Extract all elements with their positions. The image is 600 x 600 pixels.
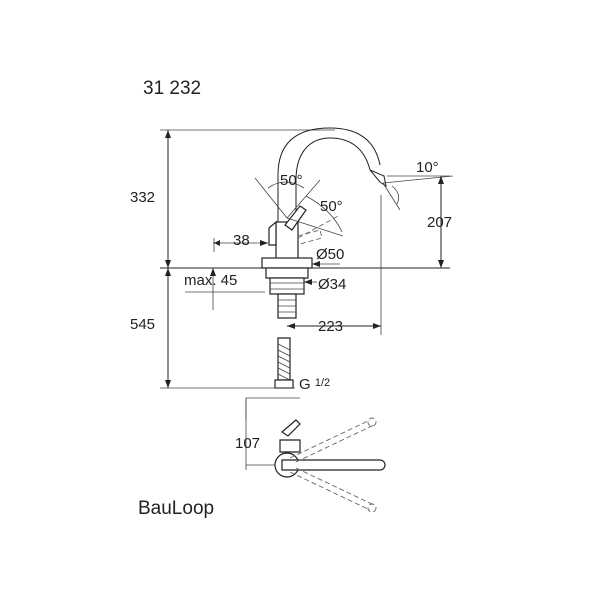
angle-50-arc-2 bbox=[305, 195, 343, 233]
arrowhead bbox=[438, 176, 444, 184]
max-deck-label: max. 45 bbox=[184, 272, 238, 289]
arrowhead bbox=[165, 130, 171, 138]
thread-letter: G bbox=[299, 376, 311, 393]
swivel-lower-end bbox=[367, 503, 377, 513]
swivel-upper-end bbox=[367, 417, 377, 427]
angle-50-line-left bbox=[254, 177, 288, 219]
hose-connector bbox=[274, 379, 294, 389]
angle-50-line-right bbox=[286, 179, 321, 219]
arrowhead bbox=[373, 323, 381, 329]
hose-braid bbox=[277, 343, 291, 381]
arrowhead bbox=[214, 240, 220, 246]
top-spout bbox=[281, 459, 386, 471]
arrowhead bbox=[165, 380, 171, 388]
arrowhead bbox=[438, 260, 444, 268]
base-ring bbox=[261, 257, 313, 269]
length-545-label: 545 bbox=[130, 316, 156, 333]
spout-outlet bbox=[369, 169, 387, 188]
model-number: 31 232 bbox=[143, 78, 202, 99]
arrowhead bbox=[260, 240, 268, 246]
lever-alt-position bbox=[297, 229, 323, 245]
angle-ref-line bbox=[382, 182, 401, 211]
swivel-lower bbox=[289, 467, 375, 511]
arrowhead bbox=[165, 268, 171, 276]
spout-angle-label: 10° bbox=[416, 159, 439, 176]
fixing-nut bbox=[269, 277, 305, 295]
deck-washer bbox=[265, 267, 309, 279]
top-lever bbox=[281, 419, 301, 437]
arrowhead bbox=[287, 323, 295, 329]
top-lever-base bbox=[279, 439, 301, 453]
swivel-upper bbox=[289, 419, 375, 463]
arrowhead bbox=[312, 261, 320, 267]
lever-angle-1-label: 50° bbox=[280, 172, 303, 189]
angle-50-line-lower bbox=[286, 217, 344, 237]
arrowhead bbox=[210, 268, 216, 276]
spout-inner bbox=[295, 137, 371, 232]
connection-thread-label: G 1/2 bbox=[299, 376, 330, 393]
arrowhead bbox=[304, 279, 312, 285]
spout-height-label: 207 bbox=[427, 214, 453, 231]
top-view-depth-label: 107 bbox=[235, 435, 261, 452]
lever-angle-2-label: 50° bbox=[320, 198, 343, 215]
thread-fraction: 1/2 bbox=[314, 377, 331, 389]
series-name: BauLoop bbox=[138, 498, 215, 519]
base-diameter-label: Ø50 bbox=[316, 246, 345, 263]
lever-handle bbox=[284, 205, 307, 231]
height-332-label: 332 bbox=[130, 189, 156, 206]
arrowhead bbox=[165, 260, 171, 268]
angle-50-arc-1 bbox=[267, 181, 305, 189]
spout-outer bbox=[277, 127, 381, 232]
body-offset-label: 38 bbox=[233, 232, 250, 249]
angle-10-arc bbox=[391, 185, 400, 205]
hole-diameter-label: Ø34 bbox=[318, 276, 347, 293]
lever-base bbox=[268, 220, 277, 246]
reach-223-label: 223 bbox=[318, 318, 344, 335]
